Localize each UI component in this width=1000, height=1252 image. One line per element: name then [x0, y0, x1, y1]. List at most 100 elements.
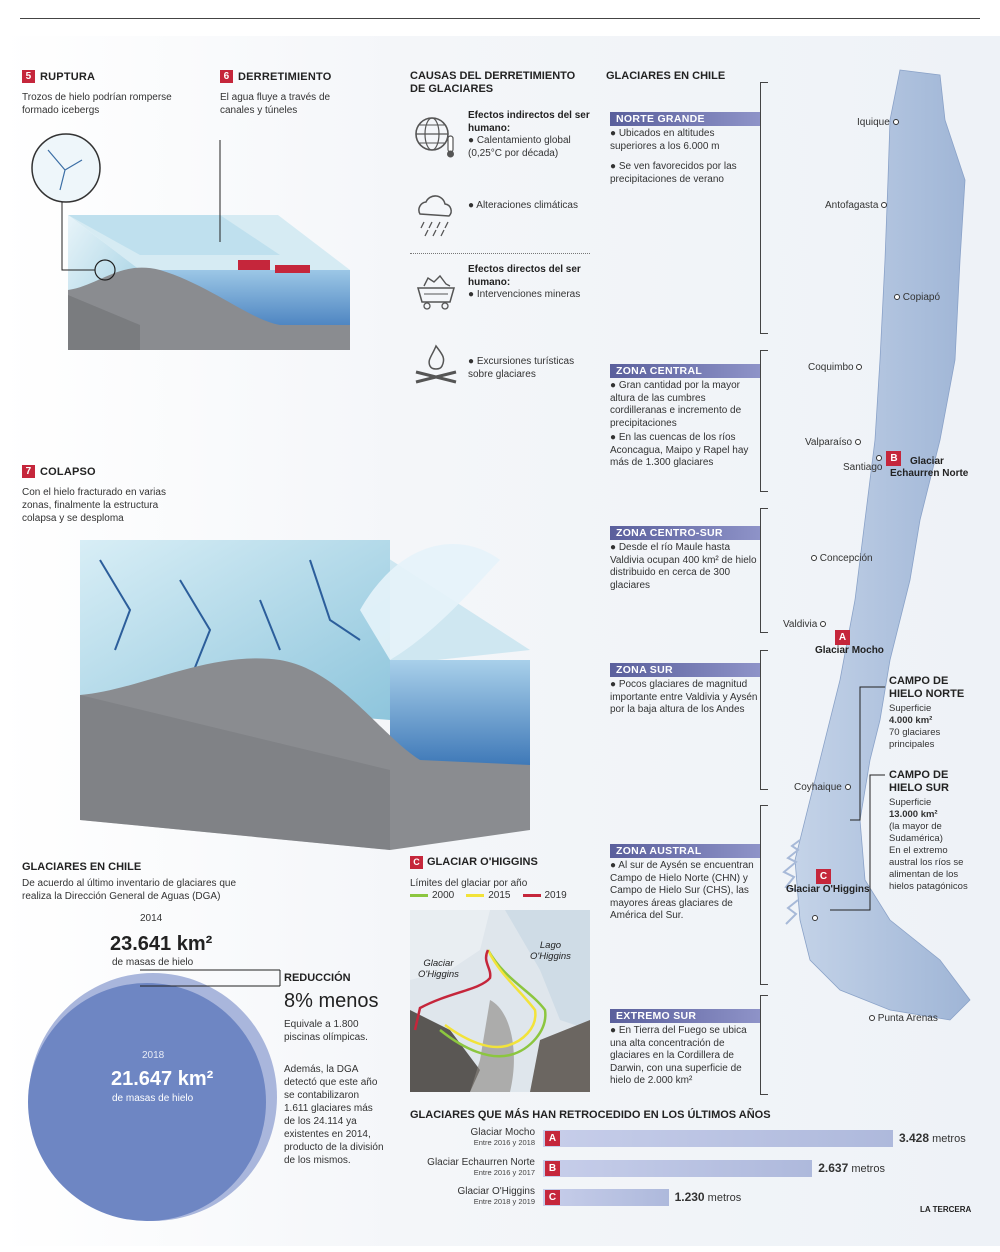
year-2018: 2018	[142, 1050, 165, 1061]
glacier-marker-c: C	[816, 866, 831, 884]
city-label: Concepción	[819, 553, 873, 564]
glacier-badge: B	[886, 451, 902, 466]
glacier-badge: A	[835, 630, 850, 645]
zones-title: GLACIARES EN CHILE	[606, 70, 726, 82]
bar-period: Entre 2018 y 2019	[473, 1197, 535, 1206]
unit-2018: de masas de hielo	[112, 1093, 194, 1104]
step-number: 7	[22, 465, 35, 478]
glacier-name-line2: Echaurren Norte	[890, 468, 969, 479]
ice-mass-circles	[28, 973, 277, 1221]
causes-divider	[410, 253, 590, 254]
legend-swatch-2019	[522, 894, 541, 897]
chs-details: Superficie 13.000 km² (la mayor de Sudam…	[889, 797, 989, 893]
city-label: Coquimbo	[808, 362, 854, 373]
city-label: Copiapó	[902, 292, 941, 303]
city-marker	[812, 915, 818, 921]
glacier-name-line1: Glaciar	[910, 456, 944, 467]
zone-text: Gran cantidad por la mayor altura de las…	[610, 380, 742, 429]
glacier-badge: C	[410, 856, 423, 869]
city-label: Valdivia	[783, 619, 818, 630]
unit-2014: de masas de hielo	[112, 957, 194, 968]
direct-effects-header: Efectos directos del ser humano:	[468, 264, 581, 288]
chn-sup-label: Superficie	[889, 703, 932, 714]
city-punta-arenas: Punta Arenas	[869, 1013, 938, 1024]
glacier-ohiggins-label: Glaciar O'Higgins	[786, 884, 870, 895]
zone-centro-sur: ZONA CENTRO-SUR ● Desde el río Maule has…	[610, 526, 760, 592]
city-valparaiso: Valparaíso	[805, 437, 861, 448]
city-label: Santiago	[843, 462, 883, 473]
top-rule	[20, 18, 980, 19]
city-label: Coyhaique	[794, 782, 842, 793]
chs-area: 13.000 km²	[889, 809, 938, 820]
city-marker	[820, 621, 827, 627]
city-antofagasta: Antofagasta	[825, 200, 888, 211]
inventory-title: GLACIARES EN CHILE	[22, 861, 142, 873]
chs-note: En el extremo	[889, 845, 948, 856]
causes-title-line1: CAUSAS DEL DERRETIMIENTO	[410, 70, 576, 82]
zone-bracket	[760, 650, 768, 790]
reduction-equiv: Equivale a 1.800 piscinas olímpicas.	[284, 1019, 368, 1043]
city-marker	[854, 439, 861, 445]
bar-value-unit: metros	[704, 1192, 742, 1204]
zone-bracket	[760, 350, 768, 492]
ohiggins-legend-title: Límites del glaciar por año	[410, 878, 528, 889]
bar-name: Glaciar O'Higgins	[457, 1186, 536, 1197]
bar-value: 2.637 metros	[818, 1161, 885, 1175]
bar-value-number: 2.637	[818, 1161, 849, 1175]
bar-c: C	[543, 1188, 669, 1206]
chn-title-line2: HIELO NORTE	[889, 688, 965, 700]
chs-title-line1: CAMPO DE	[889, 769, 949, 781]
cloud-rain-icon	[418, 195, 452, 237]
glacier-badge: A	[545, 1130, 560, 1146]
cause-tourism: ● Excursiones turísticas sobre glaciares	[410, 338, 590, 390]
glacier-marker-b: B	[876, 448, 902, 466]
retreat-title: GLACIARES QUE MÁS HAN RETROCEDIDO EN LOS…	[410, 1109, 771, 1121]
chs-note: alimentan de los	[889, 869, 959, 880]
city-valdivia: Valdivia	[783, 619, 827, 630]
zone-extremo-sur: EXTREMO SUR ● En Tierra del Fuego se ubi…	[610, 1009, 760, 1088]
zone-sur: ZONA SUR ● Pocos glaciares de magnitud i…	[610, 663, 760, 717]
bar-b: B	[543, 1159, 813, 1177]
step-title: COLAPSO	[40, 465, 96, 478]
city-marker	[892, 119, 899, 125]
city-label: Iquique	[857, 117, 890, 128]
step-text: El agua fluye a través de canales y túne…	[220, 92, 331, 116]
chs-sup-label: Superficie	[889, 797, 932, 808]
zone-text: Ubicados en altitudes superiores a los 6…	[610, 128, 720, 152]
zone-text: Se ven favorecidos por las precipitacion…	[610, 161, 737, 185]
bar-name: Glaciar Echaurren Norte	[427, 1157, 535, 1168]
zone-label: ZONA CENTRO-SUR	[610, 526, 760, 540]
zone-text: Desde el río Maule hasta Valdivia ocupan…	[610, 542, 757, 591]
label-line: O'Higgins	[530, 951, 571, 962]
step-number: 6	[220, 70, 233, 83]
glacier-mocho-label: Glaciar Mocho	[815, 645, 884, 656]
step-title: DERRETIMIENTO	[238, 70, 332, 83]
city-coquimbo: Coquimbo	[808, 362, 863, 373]
bar-value-number: 1.230	[674, 1190, 705, 1204]
reduction-title: REDUCCIÓN	[284, 972, 351, 984]
zone-text: Al sur de Aysén se encuentran Campo de H…	[610, 860, 754, 921]
chs-note: austral los ríos se	[889, 857, 964, 868]
glacier-block-illustration	[31, 133, 350, 350]
causes-title-line2: DE GLACIARES	[410, 83, 494, 95]
ohiggins-title: GLACIAR O'HIGGINS	[427, 856, 538, 868]
ohiggins-header: C GLACIAR O'HIGGINS	[410, 856, 538, 869]
city-concepcion: Concepción	[811, 553, 873, 564]
zone-bracket	[760, 508, 768, 633]
zone-central: ZONA CENTRAL ● Gran cantidad por la mayo…	[610, 364, 760, 470]
city-marker	[869, 1015, 875, 1021]
bar-value-unit: metros	[929, 1133, 966, 1145]
ohiggins-legend: 2000 2015 2019	[410, 890, 567, 901]
chn-area: 4.000 km²	[889, 715, 933, 726]
cause-item: Intervenciones mineras	[476, 289, 581, 300]
chn-note-line2: principales	[889, 739, 935, 750]
chn-note-line1: 70 glaciares	[889, 727, 941, 738]
campfire-icon	[415, 344, 457, 384]
